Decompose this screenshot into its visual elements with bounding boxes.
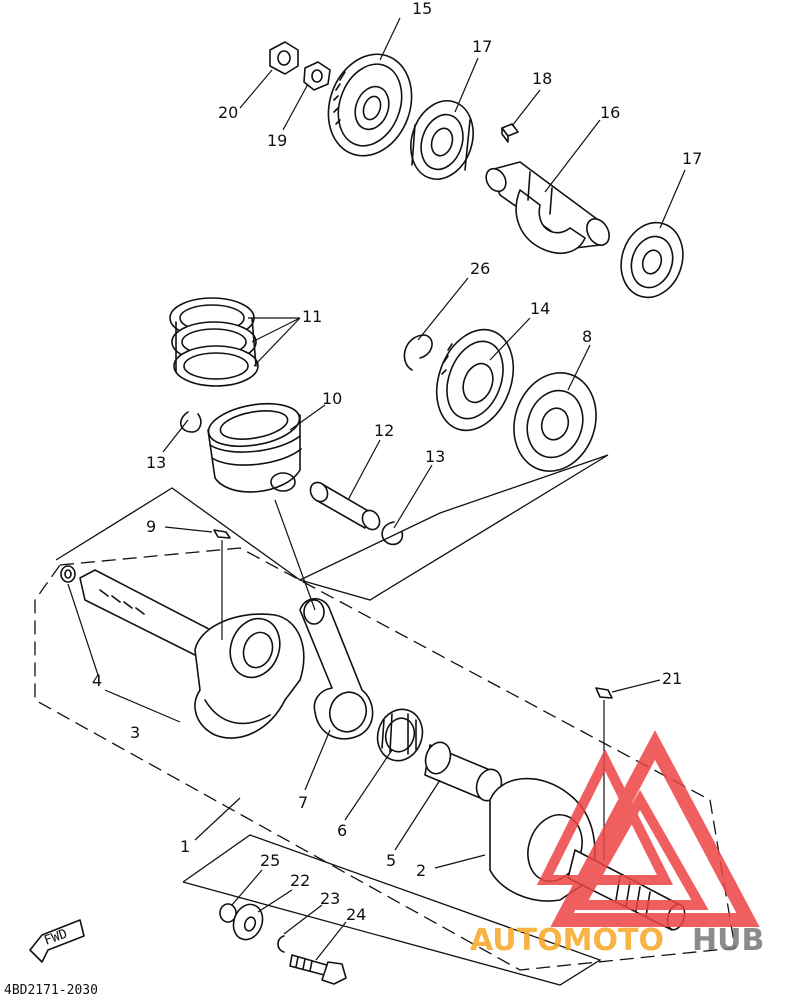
part-3-crankshaft-left xyxy=(79,569,305,739)
part-17-bearing-top xyxy=(410,100,474,180)
leader-lines xyxy=(67,17,686,961)
part-11-piston-rings xyxy=(169,297,259,387)
part-10-piston xyxy=(207,402,302,493)
callout-18: 18 xyxy=(532,69,552,88)
fwd-arrow-icon: FWD xyxy=(29,919,85,963)
part-16-balancer-shaft xyxy=(485,161,610,254)
part-21-key xyxy=(595,687,613,699)
part-9-key xyxy=(213,529,231,539)
callout-19: 19 xyxy=(267,131,287,150)
callout-7: 7 xyxy=(298,793,308,812)
callout-11: 11 xyxy=(302,307,322,326)
part-19-lock-washer xyxy=(303,61,331,91)
watermark-text-part1: AUTOMOTO xyxy=(470,923,664,958)
part-15-gear xyxy=(327,53,413,157)
part-23-circlip xyxy=(277,935,285,953)
part-22-washer xyxy=(232,903,264,941)
callout-14: 14 xyxy=(530,299,550,318)
part-6-needle-bearing xyxy=(376,708,424,762)
callout-3: 3 xyxy=(130,723,140,742)
callout-12: 12 xyxy=(374,421,394,440)
part-17-bearing-right xyxy=(620,221,684,299)
part-13-circlip-right xyxy=(381,521,404,546)
part-24-bolt xyxy=(289,954,347,985)
part-8-bearing xyxy=(513,372,597,472)
watermark-triangle-icon xyxy=(550,730,760,927)
callout-13-right: 13 xyxy=(425,447,445,466)
callout-24: 24 xyxy=(346,905,366,924)
callout-26: 26 xyxy=(470,259,490,278)
part-13-circlip-left xyxy=(180,411,202,433)
callout-8: 8 xyxy=(582,327,592,346)
fwd-label: FWD xyxy=(42,927,69,949)
callout-23: 23 xyxy=(320,889,340,908)
callout-1: 1 xyxy=(180,837,190,856)
callout-4: 4 xyxy=(92,671,102,690)
callout-22: 22 xyxy=(290,871,310,890)
callout-20: 20 xyxy=(218,103,238,122)
callout-9: 9 xyxy=(146,517,156,536)
callout-25: 25 xyxy=(260,851,280,870)
callout-21: 21 xyxy=(662,669,682,688)
part-4-bearing-seal xyxy=(60,565,76,583)
watermark-text-part2: HUB xyxy=(692,923,764,958)
callout-16: 16 xyxy=(600,103,620,122)
part-14-gear xyxy=(435,328,515,432)
part-18-key xyxy=(501,123,519,143)
callout-labels: 15 20 19 17 18 16 17 11 26 14 8 10 12 13… xyxy=(92,0,702,924)
callout-17-top: 17 xyxy=(472,37,492,56)
part-12-piston-pin xyxy=(309,481,381,531)
callout-17-right: 17 xyxy=(682,149,702,168)
part-7-connecting-rod xyxy=(299,597,374,740)
callout-6: 6 xyxy=(337,821,347,840)
callout-2: 2 xyxy=(416,861,426,880)
watermark-logo: AUTOMOTO HUB xyxy=(470,730,764,958)
part-code: 4BD2171-2030 xyxy=(4,983,98,998)
part-26-circlip xyxy=(403,334,433,371)
part-20-nut xyxy=(269,41,299,75)
callout-10: 10 xyxy=(322,389,342,408)
callout-15: 15 xyxy=(412,0,432,18)
callout-5: 5 xyxy=(386,851,396,870)
group-outlines xyxy=(34,454,736,986)
callout-13-left: 13 xyxy=(146,453,166,472)
